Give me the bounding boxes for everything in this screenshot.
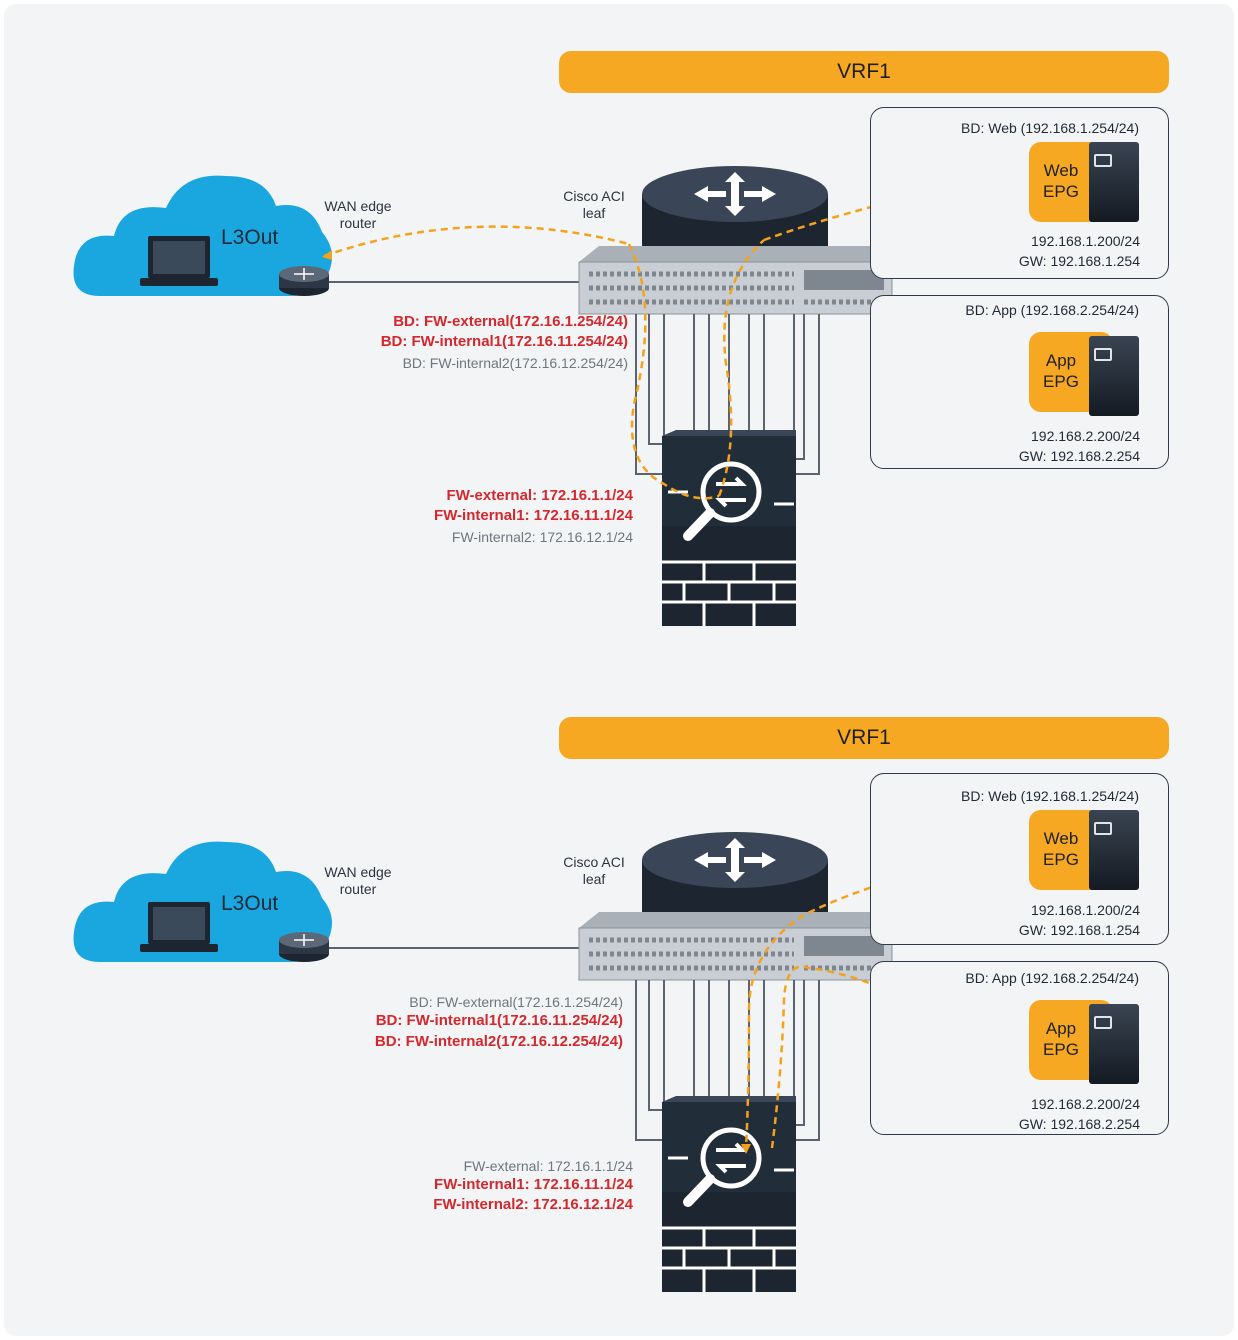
bd-fw-internal1: BD: FW-internal1(172.16.11.254/24)	[380, 333, 628, 350]
web-epg-label: Web EPG	[1043, 829, 1079, 869]
traffic-flow-path	[323, 170, 1023, 500]
web-ip: 192.168.1.200/24	[1031, 233, 1140, 249]
laptop-icon	[140, 902, 218, 952]
wan-router-icon	[279, 266, 329, 296]
fw-external-ip: FW-external: 172.16.1.1/24	[446, 487, 633, 504]
app-ip: 192.168.2.200/24	[1031, 1096, 1140, 1112]
topology-graphics	[73, 832, 1030, 1292]
bd-fw-external: BD: FW-external(172.16.1.254/24)	[409, 994, 623, 1010]
fw-external-ip: FW-external: 172.16.1.1/24	[463, 1158, 633, 1174]
bd-app-title: BD: App (192.168.2.254/24)	[965, 302, 1139, 318]
diagram-canvas: VRF1	[4, 4, 1234, 1336]
vrf-banner: VRF1	[559, 51, 1169, 93]
bd-fw-external: BD: FW-external(172.16.1.254/24)	[393, 313, 628, 330]
aci-leaf-switch-icon	[578, 246, 893, 315]
l3out-cloud-icon	[73, 175, 332, 296]
bd-web-title: BD: Web (192.168.1.254/24)	[961, 788, 1139, 804]
web-ip: 192.168.1.200/24	[1031, 902, 1140, 918]
app-gw: GW: 192.168.2.254	[1018, 1116, 1140, 1132]
laptop-icon	[140, 236, 218, 286]
fw-internal1-ip: FW-internal1: 172.16.11.1/24	[434, 1176, 633, 1193]
web-gw: GW: 192.168.1.254	[1018, 922, 1140, 938]
firewall-icon	[662, 1096, 796, 1292]
fw-internal1-ip: FW-internal1: 172.16.11.1/24	[434, 507, 633, 524]
wan-edge-router-label: WAN edge router	[324, 864, 392, 897]
l3out-label: L3Out	[221, 226, 279, 249]
panel-top: VRF1	[4, 4, 1234, 670]
vrf-banner: VRF1	[559, 717, 1169, 759]
app-gw: GW: 192.168.2.254	[1018, 448, 1140, 464]
app-server-icon	[1089, 336, 1139, 416]
app-server-icon	[1089, 1004, 1139, 1084]
bd-web-title: BD: Web (192.168.1.254/24)	[961, 120, 1139, 136]
web-epg-label: Web EPG	[1043, 161, 1079, 201]
aci-leaf-switch-icon	[578, 912, 893, 981]
app-epg-label: App EPG	[1043, 351, 1079, 391]
bd-fw-internal1: BD: FW-internal1(172.16.11.254/24)	[375, 1012, 623, 1029]
panel-bottom: VRF1	[4, 670, 1234, 1336]
bd-fw-internal2: BD: FW-internal2(172.16.12.254/24)	[374, 1033, 623, 1050]
topology-graphics	[73, 166, 1030, 626]
bd-app-title: BD: App (192.168.2.254/24)	[965, 970, 1139, 986]
web-server-icon	[1089, 810, 1139, 890]
wan-edge-router-label: WAN edge router	[324, 198, 392, 231]
fw-internal2-ip: FW-internal2: 172.16.12.1/24	[433, 1196, 633, 1213]
web-gw: GW: 192.168.1.254	[1018, 253, 1140, 269]
app-epg-label: App EPG	[1043, 1019, 1079, 1059]
l3out-label: L3Out	[221, 892, 279, 915]
l3out-cloud-icon	[73, 841, 332, 962]
fw-internal2-ip: FW-internal2: 172.16.12.1/24	[451, 529, 633, 545]
wan-router-icon	[279, 932, 329, 962]
traffic-flow-path	[744, 848, 1023, 1149]
leaf-fw-links	[635, 314, 820, 475]
app-ip: 192.168.2.200/24	[1031, 428, 1140, 444]
aci-leaf-label: Cisco ACI leaf	[563, 188, 625, 221]
web-server-icon	[1089, 142, 1139, 222]
aci-leaf-label: Cisco ACI leaf	[563, 854, 625, 887]
bd-fw-internal2: BD: FW-internal2(172.16.12.254/24)	[402, 355, 628, 371]
firewall-icon	[662, 430, 796, 626]
